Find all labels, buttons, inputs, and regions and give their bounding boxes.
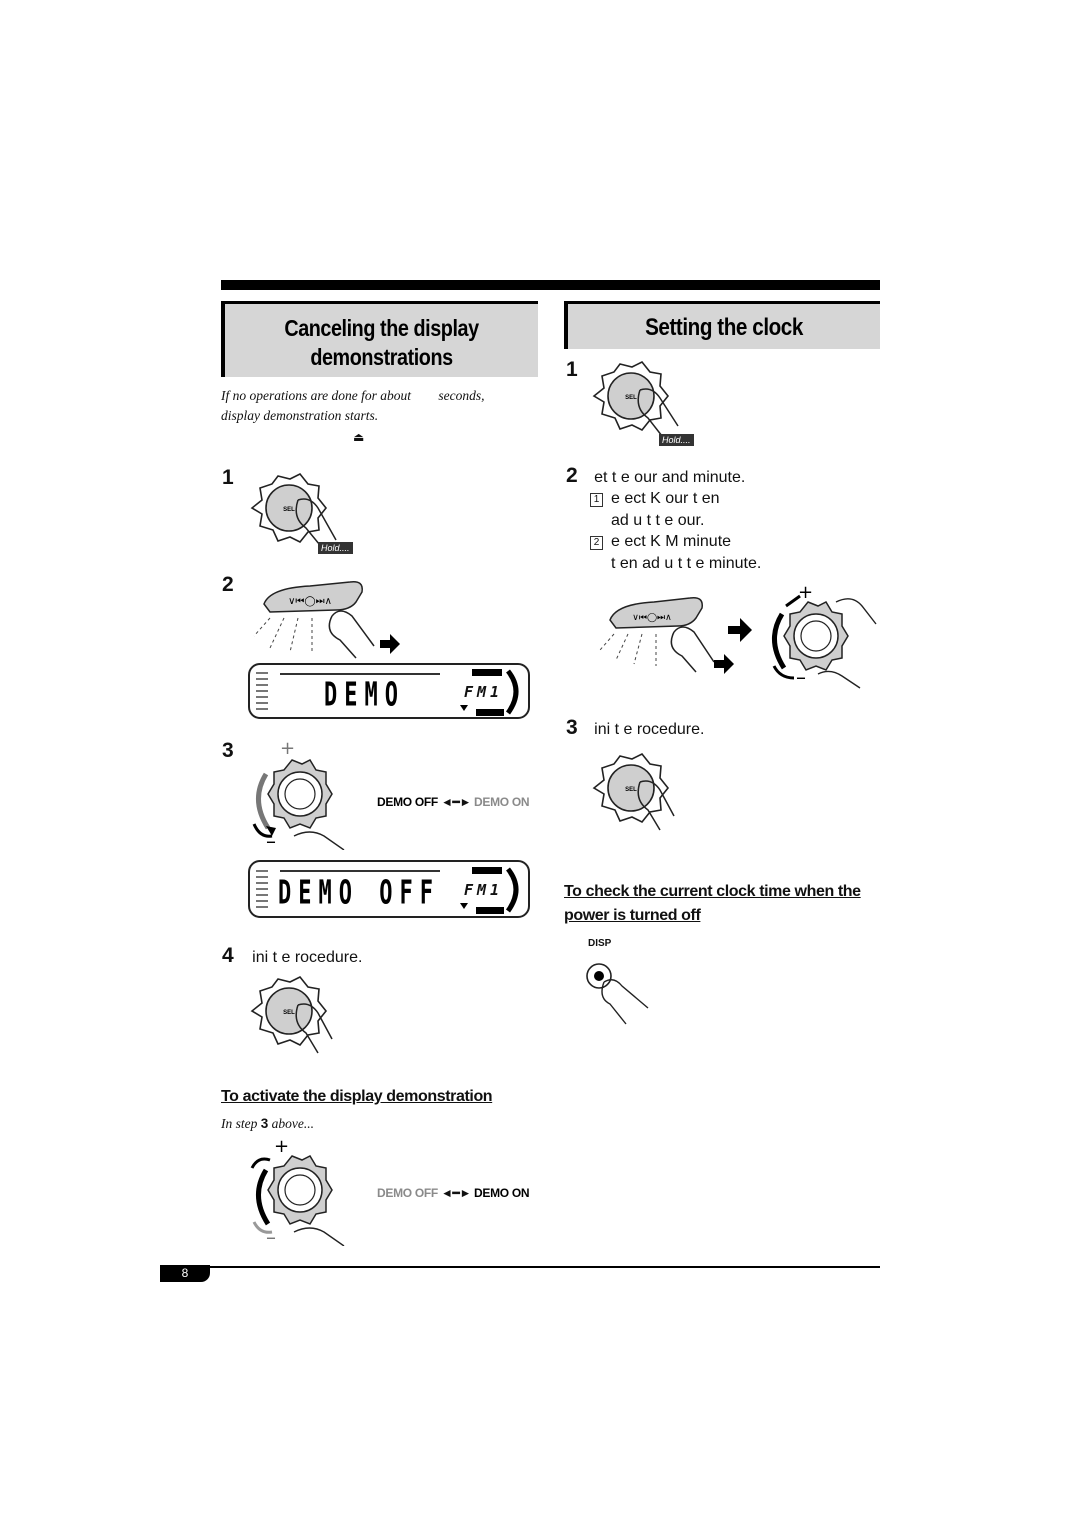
step-2: 2 et t e our and minute. (566, 464, 746, 487)
double-arrow-icon: ◄━► (440, 795, 472, 809)
lcd-main-text: DEMO (324, 677, 405, 715)
lcd-main-text: DEMO OFF (278, 875, 440, 913)
step-3: 3 ini t e rocedure. (566, 716, 705, 739)
section-title: Setting the clock (645, 314, 803, 341)
lcd-display: DEMO OFF FM1 (248, 860, 530, 918)
in-step-note: In step 3 above... (221, 1116, 314, 1131)
eject-icon: ⏏ (353, 430, 365, 444)
sel-button-press-illustration: SEL (250, 975, 333, 1054)
sel-button-hold-illustration: SEL (592, 360, 679, 437)
lcd-band: FM1 (464, 881, 504, 899)
section-title-line1: Canceling the display (284, 315, 479, 341)
hold-label: Hold.... (318, 542, 353, 554)
lcd-eq-indicators-icon (460, 867, 519, 914)
minus-sign: – (266, 829, 276, 850)
sel-button-press-illustration: SEL (592, 752, 675, 831)
check-clock-heading: To check the current clock time when the… (564, 883, 861, 924)
page-number: 8 (160, 1265, 210, 1282)
step-number: 1 (222, 466, 234, 489)
section-title-line2: demonstrations (310, 344, 453, 370)
plus-sign: + (280, 740, 295, 759)
disp-button-press-illustration (586, 963, 649, 1025)
section-header-canceling-demo: Canceling the display demonstrations (221, 301, 538, 377)
top-rule (221, 280, 880, 290)
adjust-clock-illustration: ∨⏮◯⏭∧ + – (599, 582, 877, 689)
lcd-eq-indicators-icon (460, 669, 519, 716)
sel-label: SEL (625, 395, 637, 401)
sel-label: SEL (283, 507, 295, 513)
plus-sign: + (798, 582, 813, 603)
disp-label: DISP (588, 938, 612, 949)
control-dial-rotate-illustration: + – (252, 740, 345, 850)
control-button-press-illustration: ∨⏮◯⏭∧ (253, 580, 400, 659)
lcd-level-meter-icon (256, 870, 268, 908)
footer-rule (200, 1266, 880, 1268)
sel-label: SEL (625, 787, 637, 793)
double-arrow-icon: ◄━► (440, 1186, 472, 1200)
lcd-band: FM1 (464, 683, 504, 701)
section-header-setting-clock: Setting the clock (564, 301, 880, 349)
step-number: 3 (222, 739, 234, 762)
plus-sign: + (274, 1136, 289, 1157)
minus-sign: – (796, 665, 806, 689)
step-number: 1 (566, 358, 578, 381)
svg-text:∨⏮◯⏭∧: ∨⏮◯⏭∧ (632, 613, 671, 623)
svg-text:∨⏮◯⏭∧: ∨⏮◯⏭∧ (288, 596, 332, 607)
sel-label: SEL (283, 1010, 295, 1016)
demo-toggle-sequence: DEMO OFF◄━►DEMO ON (377, 1186, 530, 1200)
lcd-level-meter-icon (256, 672, 268, 710)
demo-toggle-sequence: DEMO OFF◄━►DEMO ON (377, 795, 530, 809)
lcd-display: DEMO FM1 (248, 663, 530, 719)
intro-paragraph: If no operations are done for about seco… (221, 388, 485, 423)
activate-demo-heading: To activate the display demonstration (221, 1088, 493, 1105)
control-dial-rotate-illustration: + – (250, 1136, 345, 1246)
step-number: 2 (222, 573, 234, 596)
step-4: 4 ini t e rocedure. (222, 944, 363, 967)
hold-label: Hold.... (659, 434, 694, 446)
minus-sign: – (266, 1225, 276, 1246)
sel-button-hold-illustration: SEL (250, 472, 337, 551)
